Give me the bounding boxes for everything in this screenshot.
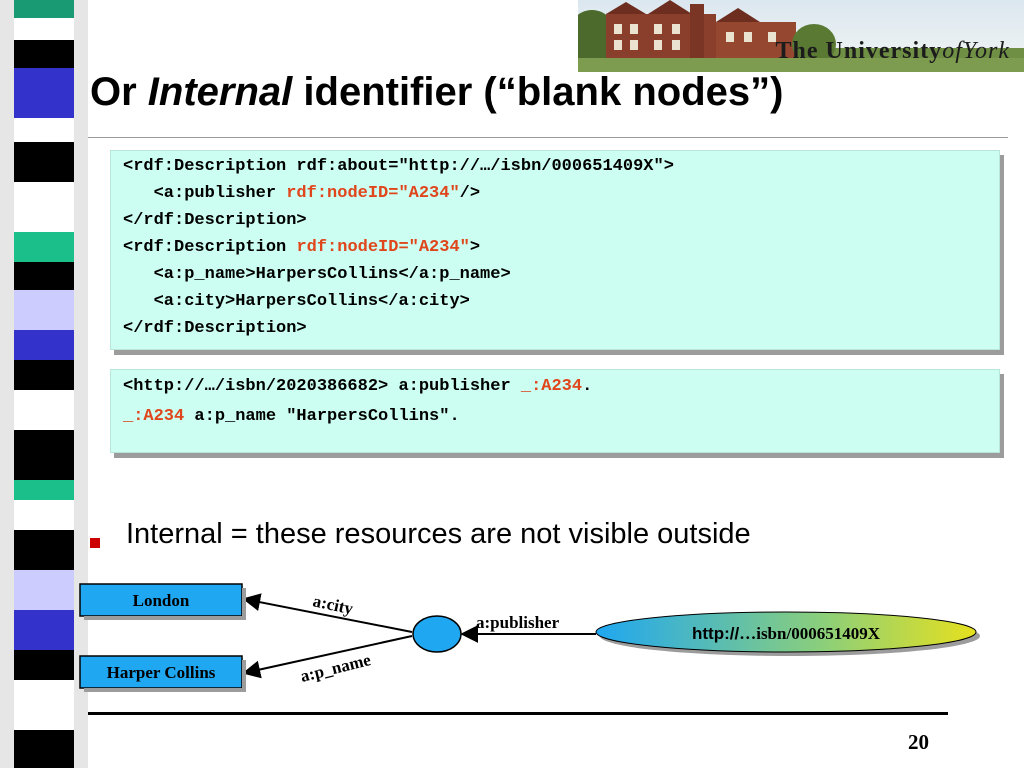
code-line: <rdf:Description rdf:about="http://…/isb… bbox=[123, 157, 674, 176]
edge-p-name-label: a:p_name bbox=[298, 650, 373, 686]
edge-p-name bbox=[242, 635, 413, 679]
rdf-graph-diagram: London Harper Collins http://…isbn/00065… bbox=[79, 583, 980, 692]
title-divider bbox=[88, 137, 1008, 138]
code-line: </rdf:Description> bbox=[123, 211, 307, 230]
node-isbn-uri bbox=[595, 611, 977, 653]
rdf-xml-code-block: <rdf:Description rdf:about="http://…/isb… bbox=[110, 150, 1000, 350]
bullet-marker bbox=[90, 538, 100, 548]
node-london-label: London bbox=[133, 591, 190, 610]
university-logo: The UniversityofYork bbox=[578, 0, 1024, 72]
code-line: <a:city>HarpersCollins</a:city> bbox=[123, 292, 470, 311]
slide-title: Or Internal identifier (“blank nodes”) bbox=[90, 70, 784, 114]
node-harper-collins bbox=[79, 655, 243, 689]
blank-node bbox=[412, 615, 462, 653]
edge-publisher-label: a:publisher bbox=[476, 613, 560, 632]
node-london bbox=[79, 583, 243, 617]
bullet-text: Internal = these resources are not visib… bbox=[126, 518, 751, 550]
code-line: </rdf:Description> bbox=[123, 319, 307, 338]
page-number: 20 bbox=[908, 730, 929, 754]
n-triples-code-block: <http://…/isbn/2020386682> a:publisher _… bbox=[110, 369, 1000, 453]
code-line: <rdf:Description rdf:nodeID="A234"> bbox=[123, 238, 481, 257]
footer-divider bbox=[88, 712, 948, 715]
node-harper-collins-label: Harper Collins bbox=[107, 663, 216, 682]
decorative-strip bbox=[0, 0, 88, 768]
code-line: <http://…/isbn/2020386682> a:publisher _… bbox=[123, 377, 593, 396]
code-line: _:A234 a:p_name "HarpersCollins". bbox=[123, 407, 460, 426]
code-line: <a:publisher rdf:nodeID="A234"/> bbox=[123, 184, 481, 203]
university-wordmark: The UniversityofYork bbox=[775, 38, 1010, 64]
edge-city bbox=[242, 593, 413, 633]
university-building-image bbox=[578, 0, 1024, 72]
code-line: <a:p_name>HarpersCollins</a:p_name> bbox=[123, 265, 511, 284]
node-isbn-uri-label: http://…isbn/000651409X bbox=[692, 624, 881, 643]
